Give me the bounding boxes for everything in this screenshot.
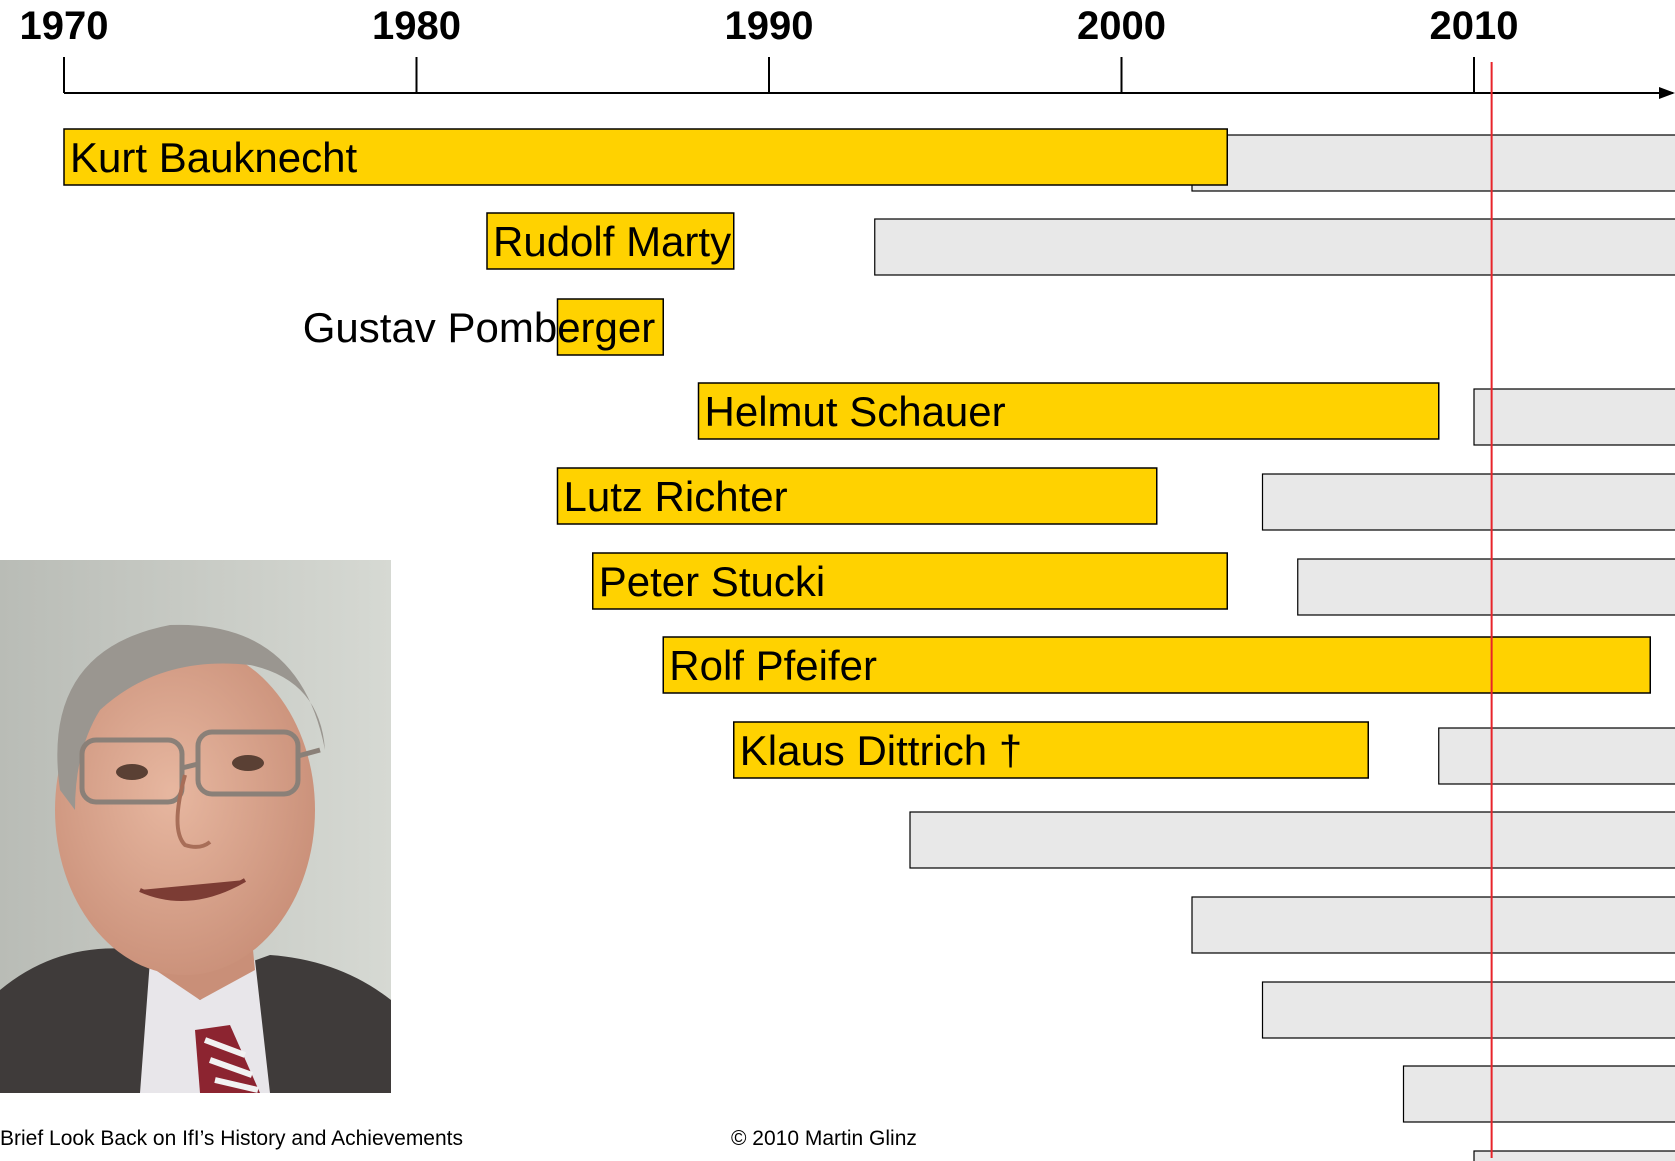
- later-tenure-bar: [1261, 981, 1675, 1039]
- person-name-label: Lutz Richter: [563, 473, 788, 520]
- active-tenure-bar: [592, 552, 1228, 610]
- active-tenure-bar: [486, 212, 735, 270]
- active-tenure-bar: [556, 467, 1158, 525]
- person-name-label: Gustav Pomberger: [302, 304, 656, 351]
- active-tenure-bar: [556, 298, 664, 356]
- active-tenure-bar: [662, 636, 1651, 694]
- year-label: 2000: [1077, 4, 1166, 48]
- later-tenure-bar: [1402, 1065, 1675, 1123]
- year-axis: [63, 57, 1675, 99]
- year-label: 1980: [372, 4, 461, 48]
- later-tenure-bar: [1191, 134, 1675, 192]
- year-label: 1990: [724, 4, 814, 48]
- person-name-label: Helmut Schauer: [704, 388, 1006, 435]
- later-tenure-bar: [1261, 473, 1675, 531]
- later-tenure-bar: [1438, 727, 1675, 785]
- year-label: 2010: [1429, 4, 1519, 48]
- tenure-bars: [63, 128, 1675, 1161]
- portrait-photo: [0, 560, 391, 1093]
- later-tenure-bar: [909, 811, 1675, 869]
- later-tenure-bar: [874, 218, 1675, 276]
- later-tenure-bar: [1473, 1150, 1675, 1161]
- footer-title: Brief Look Back on IfI’s History and Ach…: [0, 1127, 464, 1150]
- person-name-label: Rudolf Marty: [493, 218, 732, 265]
- person-name-label: Peter Stucki: [598, 558, 826, 605]
- year-label: 1970: [19, 4, 109, 48]
- active-tenure-bar: [63, 128, 1228, 186]
- axis-arrow-icon: [1659, 87, 1675, 99]
- person-name-label: Klaus Dittrich †: [739, 727, 1023, 774]
- person-name-label: Rolf Pfeifer: [669, 642, 877, 689]
- later-tenure-bar: [1191, 896, 1675, 954]
- active-tenure-bar: [697, 382, 1440, 440]
- later-tenure-bar: [1473, 388, 1675, 446]
- later-tenure-bar: [1297, 558, 1675, 616]
- active-tenure-bar: [733, 721, 1369, 779]
- footer-copyright: © 2010 Martin Glinz: [731, 1127, 917, 1150]
- person-portrait-icon: [0, 560, 391, 1093]
- person-name-label: Kurt Bauknecht: [70, 134, 358, 181]
